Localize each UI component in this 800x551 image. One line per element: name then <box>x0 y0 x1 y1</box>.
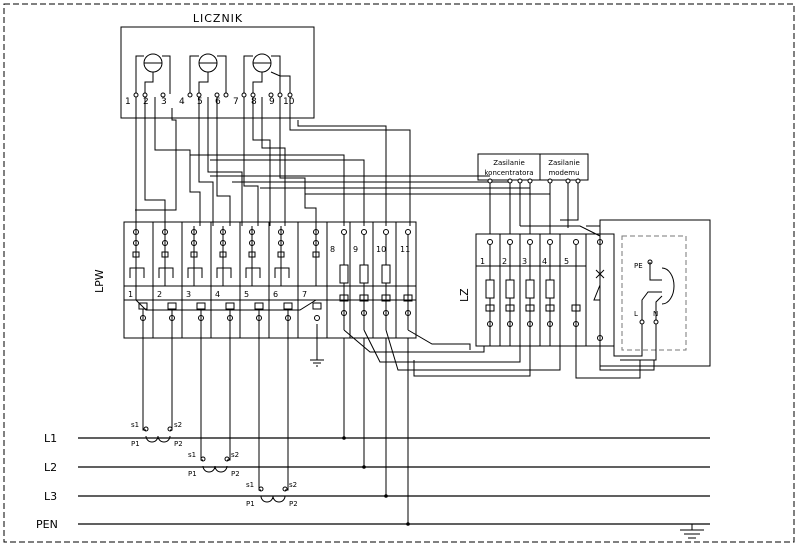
socket-outlet-icon <box>613 259 675 361</box>
earth-ground-icon <box>680 524 704 539</box>
lpw-module-8: 8 <box>330 245 335 254</box>
lz-module-4: 4 <box>542 257 547 266</box>
ct-l1-s1: s1 <box>131 421 139 429</box>
meter-title: LICZNIK <box>193 12 243 25</box>
lpw-block: LPW 1 2 3 4 5 6 7 8 9 10 11 <box>93 221 417 367</box>
current-transformers: s1 s2 P1 P2 s1 s2 P1 P2 s1 s2 P1 P2 <box>131 338 298 508</box>
page-frame <box>3 3 795 543</box>
meter-terminal-10: 10 <box>283 97 295 107</box>
meter-terminal-4: 4 <box>179 97 185 107</box>
meter-terminal-3: 3 <box>161 97 167 107</box>
socket-pe-label: PE <box>634 262 643 270</box>
line-l3-label: L3 <box>44 490 57 503</box>
lpw-label: LPW <box>93 269 106 293</box>
lpw-module-5: 5 <box>244 290 249 299</box>
ct-l2-p2: P2 <box>231 470 240 478</box>
ct-l3-p1: P1 <box>246 500 255 508</box>
lpw-module-7: 7 <box>302 290 307 299</box>
ct-l1-p2: P2 <box>174 440 183 448</box>
socket-l-label: L <box>634 310 638 318</box>
modem-supply-box <box>539 153 589 181</box>
line-pen-label: PEN <box>36 518 58 531</box>
modem-supply-line2: modemu <box>548 169 579 177</box>
socket-enclosure <box>599 219 711 367</box>
meter-terminal-1: 1 <box>125 97 131 107</box>
lpw-frame <box>123 221 417 339</box>
meter: LICZNIK 1 2 3 4 5 6 7 8 9 10 <box>120 12 315 119</box>
cross-wiring <box>343 225 655 379</box>
ct-l2-s1: s1 <box>188 451 196 459</box>
ct-l3-p2: P2 <box>289 500 298 508</box>
meter-terminal-2: 2 <box>143 97 149 107</box>
lz-module-2: 2 <box>502 257 507 266</box>
lz-label: LZ <box>458 288 471 302</box>
socket-dashed-area <box>621 235 687 351</box>
socket: PE L N <box>599 219 711 367</box>
lz-module-3: 3 <box>522 257 527 266</box>
ct-l2-icon <box>200 456 230 473</box>
ct-l1-p1: P1 <box>131 440 140 448</box>
lpw-module-3: 3 <box>186 290 191 299</box>
meter-terminal-5: 5 <box>197 97 203 107</box>
lpw-module-2: 2 <box>157 290 162 299</box>
lz-module-5: 5 <box>564 257 569 266</box>
lz-block: LZ 1 2 3 4 5 <box>458 233 615 347</box>
lz-module-1: 1 <box>480 257 485 266</box>
meter-terminal-7: 7 <box>233 97 239 107</box>
ct-l1-s2: s2 <box>174 421 182 429</box>
lpw-ground-icon <box>310 359 324 367</box>
lpw-module-4: 4 <box>215 290 220 299</box>
supplies: Zasilanie koncentratora Zasilanie modemu <box>477 153 601 237</box>
ct-l3-s1: s1 <box>246 481 254 489</box>
line-l2-label: L2 <box>44 461 57 474</box>
ct-l3-icon <box>258 486 288 503</box>
meter-terminal-9: 9 <box>269 97 275 107</box>
ct-l2-p1: P1 <box>188 470 197 478</box>
bus-lines: L1 L2 L3 PEN <box>36 338 710 539</box>
lpw-module-9: 9 <box>353 245 358 254</box>
meter-terminal-8: 8 <box>251 97 257 107</box>
lpw-module-11: 11 <box>400 245 410 254</box>
lpw-module-1: 1 <box>128 290 133 299</box>
concentrator-supply-line1: Zasilanie <box>493 159 525 167</box>
modem-supply-line1: Zasilanie <box>548 159 580 167</box>
line-l1-label: L1 <box>44 432 57 445</box>
meter-wiring <box>135 97 550 226</box>
lz-frame <box>475 233 615 347</box>
concentrator-supply-line2: koncentratora <box>484 169 533 177</box>
ct-l2-s2: s2 <box>231 451 239 459</box>
lpw-module-10: 10 <box>376 245 386 254</box>
ct-l1-icon <box>143 426 173 443</box>
ct-l3-s2: s2 <box>289 481 297 489</box>
lpw-module-6: 6 <box>273 290 278 299</box>
meter-terminal-6: 6 <box>215 97 221 107</box>
